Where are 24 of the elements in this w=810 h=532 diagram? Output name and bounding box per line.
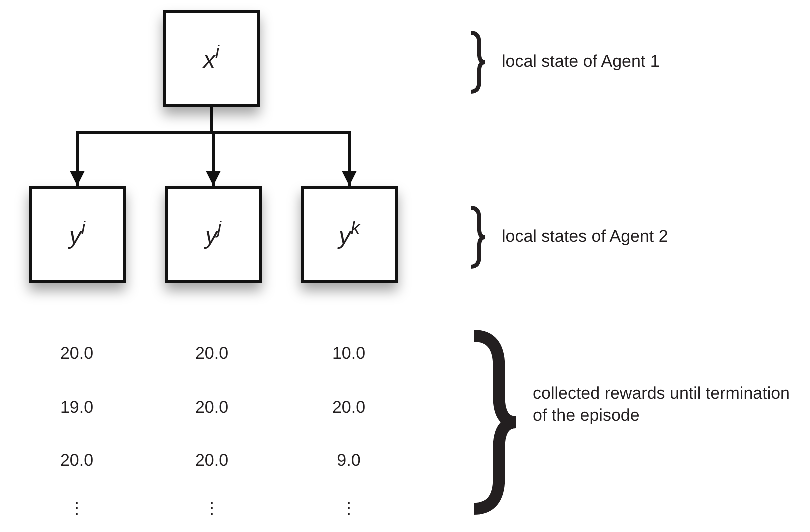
- state-box: [165, 186, 262, 283]
- state-box: [301, 186, 398, 283]
- reward-value: 9.0: [336, 451, 362, 471]
- reward-value: 20.0: [59, 344, 95, 364]
- ellipsis: ⋮: [340, 498, 358, 519]
- state-symbol: y$^{j}$: [206, 218, 222, 251]
- state-symbol: x$^{i}$: [204, 42, 220, 75]
- arrow: [210, 107, 357, 186]
- state-box: [163, 10, 260, 107]
- reward-value: 20.0: [59, 451, 95, 471]
- reward-value: 10.0: [331, 344, 367, 364]
- reward-value: 19.0: [59, 398, 95, 418]
- state-symbol: y$^{k}$: [339, 218, 360, 251]
- annotation-text: local states of Agent 2: [502, 227, 668, 247]
- ellipsis: ⋮: [202, 498, 222, 519]
- ellipsis: ⋮: [68, 498, 86, 519]
- reward-value: 20.0: [194, 398, 230, 418]
- reward-value: 20.0: [331, 398, 367, 418]
- state-box: [29, 186, 126, 283]
- reward-value: 20.0: [194, 451, 230, 471]
- state-symbol: y$^{i}$: [70, 218, 86, 251]
- annotation-text: collected rewards until termination of the episode: [533, 383, 792, 427]
- reward-value: 20.0: [194, 344, 230, 364]
- annotation-text: local state of Agent 1: [502, 52, 660, 72]
